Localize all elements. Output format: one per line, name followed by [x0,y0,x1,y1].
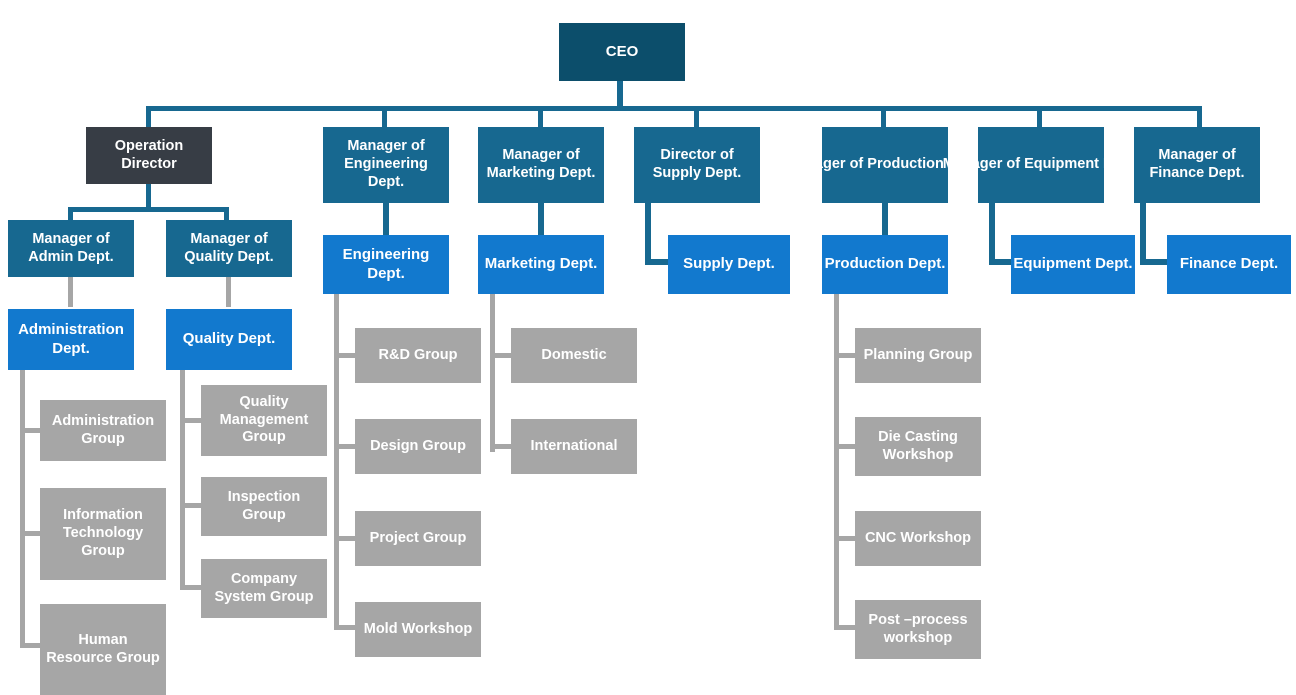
node-group-rd[interactable]: R&D Group [355,328,481,383]
connector-quality-stub-1 [180,418,202,423]
connector-engineering-mgr-to-dept [383,203,389,235]
node-dept-finance[interactable]: Finance Dept. [1167,235,1291,294]
connector-equipment-elbow-v [989,203,995,264]
connector-engineering-stub-4 [334,625,356,630]
node-group-design[interactable]: Design Group [355,419,481,474]
connector-opdir-right-drop [224,207,229,221]
node-group-company-system[interactable]: Company System Group [201,559,327,618]
node-group-inspection[interactable]: Inspection Group [201,477,327,536]
connector-quality-mgr-to-dept [226,277,231,307]
connector-drop-marketing [538,106,543,128]
node-group-planning[interactable]: Planning Group [855,328,981,383]
connector-quality-stub-3 [180,585,202,590]
connector-administration-spine [20,370,25,648]
connector-engineering-stub-1 [334,353,356,358]
node-group-administration[interactable]: Administration Group [40,400,166,461]
node-group-post-process[interactable]: Post –process workshop [855,600,981,659]
node-group-cnc-workshop[interactable]: CNC Workshop [855,511,981,566]
connector-opdir-left-drop [68,207,73,221]
node-dept-supply[interactable]: Supply Dept. [668,235,790,294]
node-manager-admin[interactable]: Manager of Admin Dept. [8,220,134,277]
node-group-domestic[interactable]: Domestic [511,328,637,383]
node-manager-quality[interactable]: Manager of Quality Dept. [166,220,292,277]
connector-engineering-spine [334,294,339,629]
connector-administration-stub-1 [20,428,42,433]
connector-marketing-stub-1 [490,353,512,358]
connector-ceo-bus [146,106,1202,111]
connector-finance-elbow-v [1140,203,1146,264]
connector-production-stub-2 [834,444,856,449]
connector-production-mgr-to-dept [882,203,888,235]
node-manager-engineering[interactable]: Manager of Engineering Dept. [323,127,449,203]
connector-drop-production [881,106,886,128]
connector-quality-spine [180,370,185,589]
connector-production-stub-1 [834,353,856,358]
connector-ceo-stem [617,80,623,111]
node-group-mold-workshop[interactable]: Mold Workshop [355,602,481,657]
connector-drop-equipment [1037,106,1042,128]
node-dept-equipment[interactable]: Equipment Dept. [1011,235,1135,294]
node-dept-marketing[interactable]: Marketing Dept. [478,235,604,294]
node-operation-director[interactable]: Operation Director [86,127,212,184]
node-manager-marketing[interactable]: Manager of Marketing Dept. [478,127,604,203]
connector-marketing-spine [490,294,495,452]
connector-drop-operation-director [146,106,151,128]
connector-engineering-stub-2 [334,444,356,449]
connector-drop-supply [694,106,699,128]
connector-engineering-stub-3 [334,536,356,541]
connector-admin-mgr-to-dept [68,277,73,307]
connector-opdir-bus [68,207,229,212]
node-group-information-technology[interactable]: Information Technology Group [40,488,166,580]
connector-production-spine [834,294,839,629]
node-manager-equipment[interactable]: Manager of Equipment Dept. [943,127,1139,203]
connector-administration-stub-2 [20,531,42,536]
node-manager-production[interactable]: Manager of Production Dept. [786,127,984,203]
connector-quality-stub-2 [180,503,202,508]
node-dept-production[interactable]: Production Dept. [822,235,948,294]
node-group-project[interactable]: Project Group [355,511,481,566]
node-group-human-resource[interactable]: Human Resource Group [40,604,166,695]
connector-equipment-elbow-h [989,259,1017,265]
node-director-supply[interactable]: Director of Supply Dept. [634,127,760,203]
node-manager-finance[interactable]: Manager of Finance Dept. [1134,127,1260,203]
node-dept-administration[interactable]: Administration Dept. [8,309,134,370]
node-dept-engineering[interactable]: Engineering Dept. [323,235,449,294]
connector-production-stub-3 [834,536,856,541]
connector-production-stub-4 [834,625,856,630]
connector-finance-elbow-h [1140,259,1172,265]
node-dept-quality[interactable]: Quality Dept. [166,309,292,370]
connector-supply-elbow-h [645,259,673,265]
connector-supply-elbow-v [645,203,651,264]
connector-marketing-mgr-to-dept [538,203,544,235]
node-group-quality-management[interactable]: Quality Management Group [201,385,327,456]
node-group-die-casting[interactable]: Die Casting Workshop [855,417,981,476]
connector-opdir-stem [146,184,151,210]
node-ceo[interactable]: CEO [559,23,685,81]
connector-drop-finance [1197,106,1202,128]
node-group-international[interactable]: International [511,419,637,474]
connector-administration-stub-3 [20,643,42,648]
connector-marketing-stub-2 [490,444,512,449]
connector-drop-engineering [382,106,387,128]
